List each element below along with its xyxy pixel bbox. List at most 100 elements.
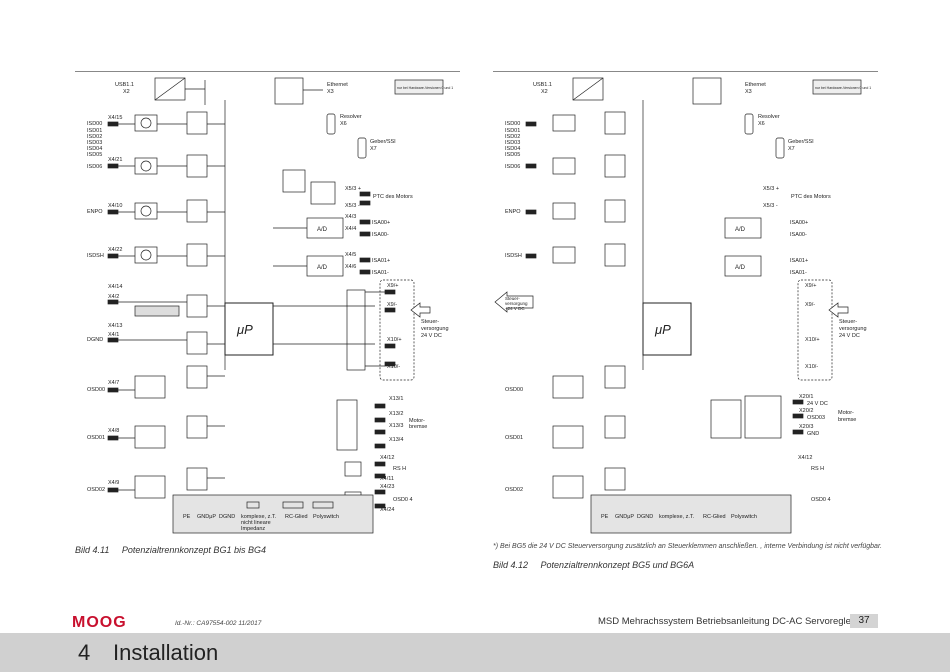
input-isd05: ISD05 [87,152,102,158]
brake-label-2: bremse [409,424,427,430]
motor-x5-3-minus: X5/3 - [763,203,778,209]
motor-isa01m: ISA01- [372,270,389,276]
power-x9-plus: X9/+ [387,283,398,289]
encoder-label: Geber/SSI [788,139,814,145]
legend-dgnd: DGND [219,514,235,520]
power-x9-minus: X9/- [387,302,397,308]
supply-label-3: 24 V DC [839,333,860,339]
figure-caption-left: Bild 4.11 Potenzialtrennkonzept BG1 bis … [75,545,266,555]
out-x4-9: X4/9 [108,480,119,486]
document-number: Id.-Nr.: CA97554-002 11/2017 [175,620,262,627]
usb-connector: X2 [541,89,548,95]
out-x4-8: X4/8 [108,428,119,434]
motor-connectors: X5/3 + PTC des Motors X5/3 - X4/3 ISA00+… [345,186,413,276]
motor-ptc: PTC des Motors [373,194,413,200]
motor-isa01p: ISA01+ [790,258,808,264]
legend-gndup: GNDμP [197,514,216,520]
supply-label-1: Steuer- [421,319,439,325]
ad-converter-1: A/D [735,227,746,233]
caption-number: Bild 4.12 [493,560,529,570]
brake-x20-1: X20/1 [799,394,813,400]
brake-x13-3: X13/3 [389,423,403,429]
encoder-connector: X7 [788,146,795,152]
usb-label: USB1.1 [115,82,134,88]
out-x4-11: X4/11 [380,476,394,482]
out-x4-12: X4/12 [380,455,394,461]
motor-x4-6: X4/6 [345,264,356,270]
conn-x4-10: X4/10 [108,203,122,209]
input-isd01: ISD01 [87,128,102,134]
input-isd04: ISD04 [87,146,102,152]
top-rule-right [493,71,878,72]
motor-x4-5: X4/5 [345,252,356,258]
motor-isa01p: ISA01+ [372,258,390,264]
input-enpo: ENPO [505,209,521,215]
power-x10-minus: X10/- [805,364,818,370]
out-osd00: OSD00 [87,387,105,393]
out-osd02: OSD02 [505,487,523,493]
moog-logo: MOOG [72,614,127,631]
out-x4-24: X4/24 [380,507,394,513]
chapter-title: Installation [113,640,219,665]
legend-impedance-1: komplexe, z.T. [241,514,277,520]
ad-converter-1: A/D [317,227,328,233]
brake-label-1: Motor- [409,418,425,424]
out-x4-7: X4/7 [108,380,119,386]
legend-polyswitch: Polyswitch [313,514,339,520]
motor-x4-3: X4/3 [345,214,356,220]
out-osd01: OSD01 [505,435,523,441]
caption-number: Bild 4.11 [75,545,110,555]
input-isd03: ISD03 [505,140,520,146]
power-x10-minus: X10/- [387,364,400,370]
resolver-connector: X6 [340,121,347,127]
brake-gnd: GND [807,431,819,437]
brake-label-1: Motor- [838,410,854,416]
out-osd04: OSD0 4 [393,497,413,503]
legend-polyswitch: Polyswitch [731,514,757,520]
resolver-label: Resolver [340,114,362,120]
brake-x20-3: X20/3 [799,424,813,430]
out-osd01: OSD01 [87,435,105,441]
caption-text: Potenzialtrennkonzept BG5 und BG6A [540,560,695,570]
legend-dgnd: DGND [637,514,653,520]
resolver-label: Resolver [758,114,780,120]
conn-x4-22: X4/22 [108,247,122,253]
page-number: 37 [850,614,878,628]
document-title: MSD Mehrachssystem Betriebsanleitung DC-… [598,616,855,627]
ethernet-label: Ethernet [327,82,348,88]
ethernet-label: Ethernet [745,82,766,88]
resolver-connector: X6 [758,121,765,127]
conn-x4-13: X4/13 [108,323,122,329]
ethernet-connector: X3 [327,89,334,95]
power-x10-plus: X10/+ [387,337,402,343]
out-rs-h: RS H [811,466,824,472]
out-x4-23: X4/23 [380,484,394,490]
out-osd00: OSD00 [505,387,523,393]
isolation-diagram-bg1-bg4: USB1.1 X2 Ethernet X3 Resolver X6 Geber/… [75,70,460,535]
chapter-number: 4 [78,640,91,665]
brake-x13-1: X13/1 [389,396,403,402]
brake-osd03: OSD03 [807,415,825,421]
motor-ptc: PTC des Motors [791,194,831,200]
legend-pe: PE [183,514,191,520]
input-isd04: ISD04 [505,146,520,152]
motor-x4-4: X4/4 [345,226,356,232]
input-isd02: ISD02 [87,134,102,140]
motor-x5-3-plus: X5/3 + [763,186,779,192]
digital-outputs: X4/7 OSD00 X4/8 OSD01 X4/9 OSD02 X4/12 R… [87,365,413,513]
encoder-label: Geber/SSI [370,139,396,145]
brake-x20-2: X20/2 [799,408,813,414]
ad-converter-2: A/D [317,265,328,271]
legend-gndup: GNDμP [615,514,634,520]
legend-rc: RC-Glied [285,514,308,520]
input-isdsh: ISDSH [87,253,104,259]
input-isd01: ISD01 [505,128,520,134]
hardware-note: nur bei Hardware-Versionen 0 und 1 [815,86,871,90]
supply-label-3: 24 V DC [421,333,442,339]
usb-connector: X2 [123,89,130,95]
top-rule-left [75,71,460,72]
input-enpo: ENPO [87,209,103,215]
conn-x4-2: X4/2 [108,294,119,300]
figure-caption-right: Bild 4.12 Potenzialtrennkonzept BG5 und … [493,560,694,570]
input-isd05: ISD05 [505,152,520,158]
